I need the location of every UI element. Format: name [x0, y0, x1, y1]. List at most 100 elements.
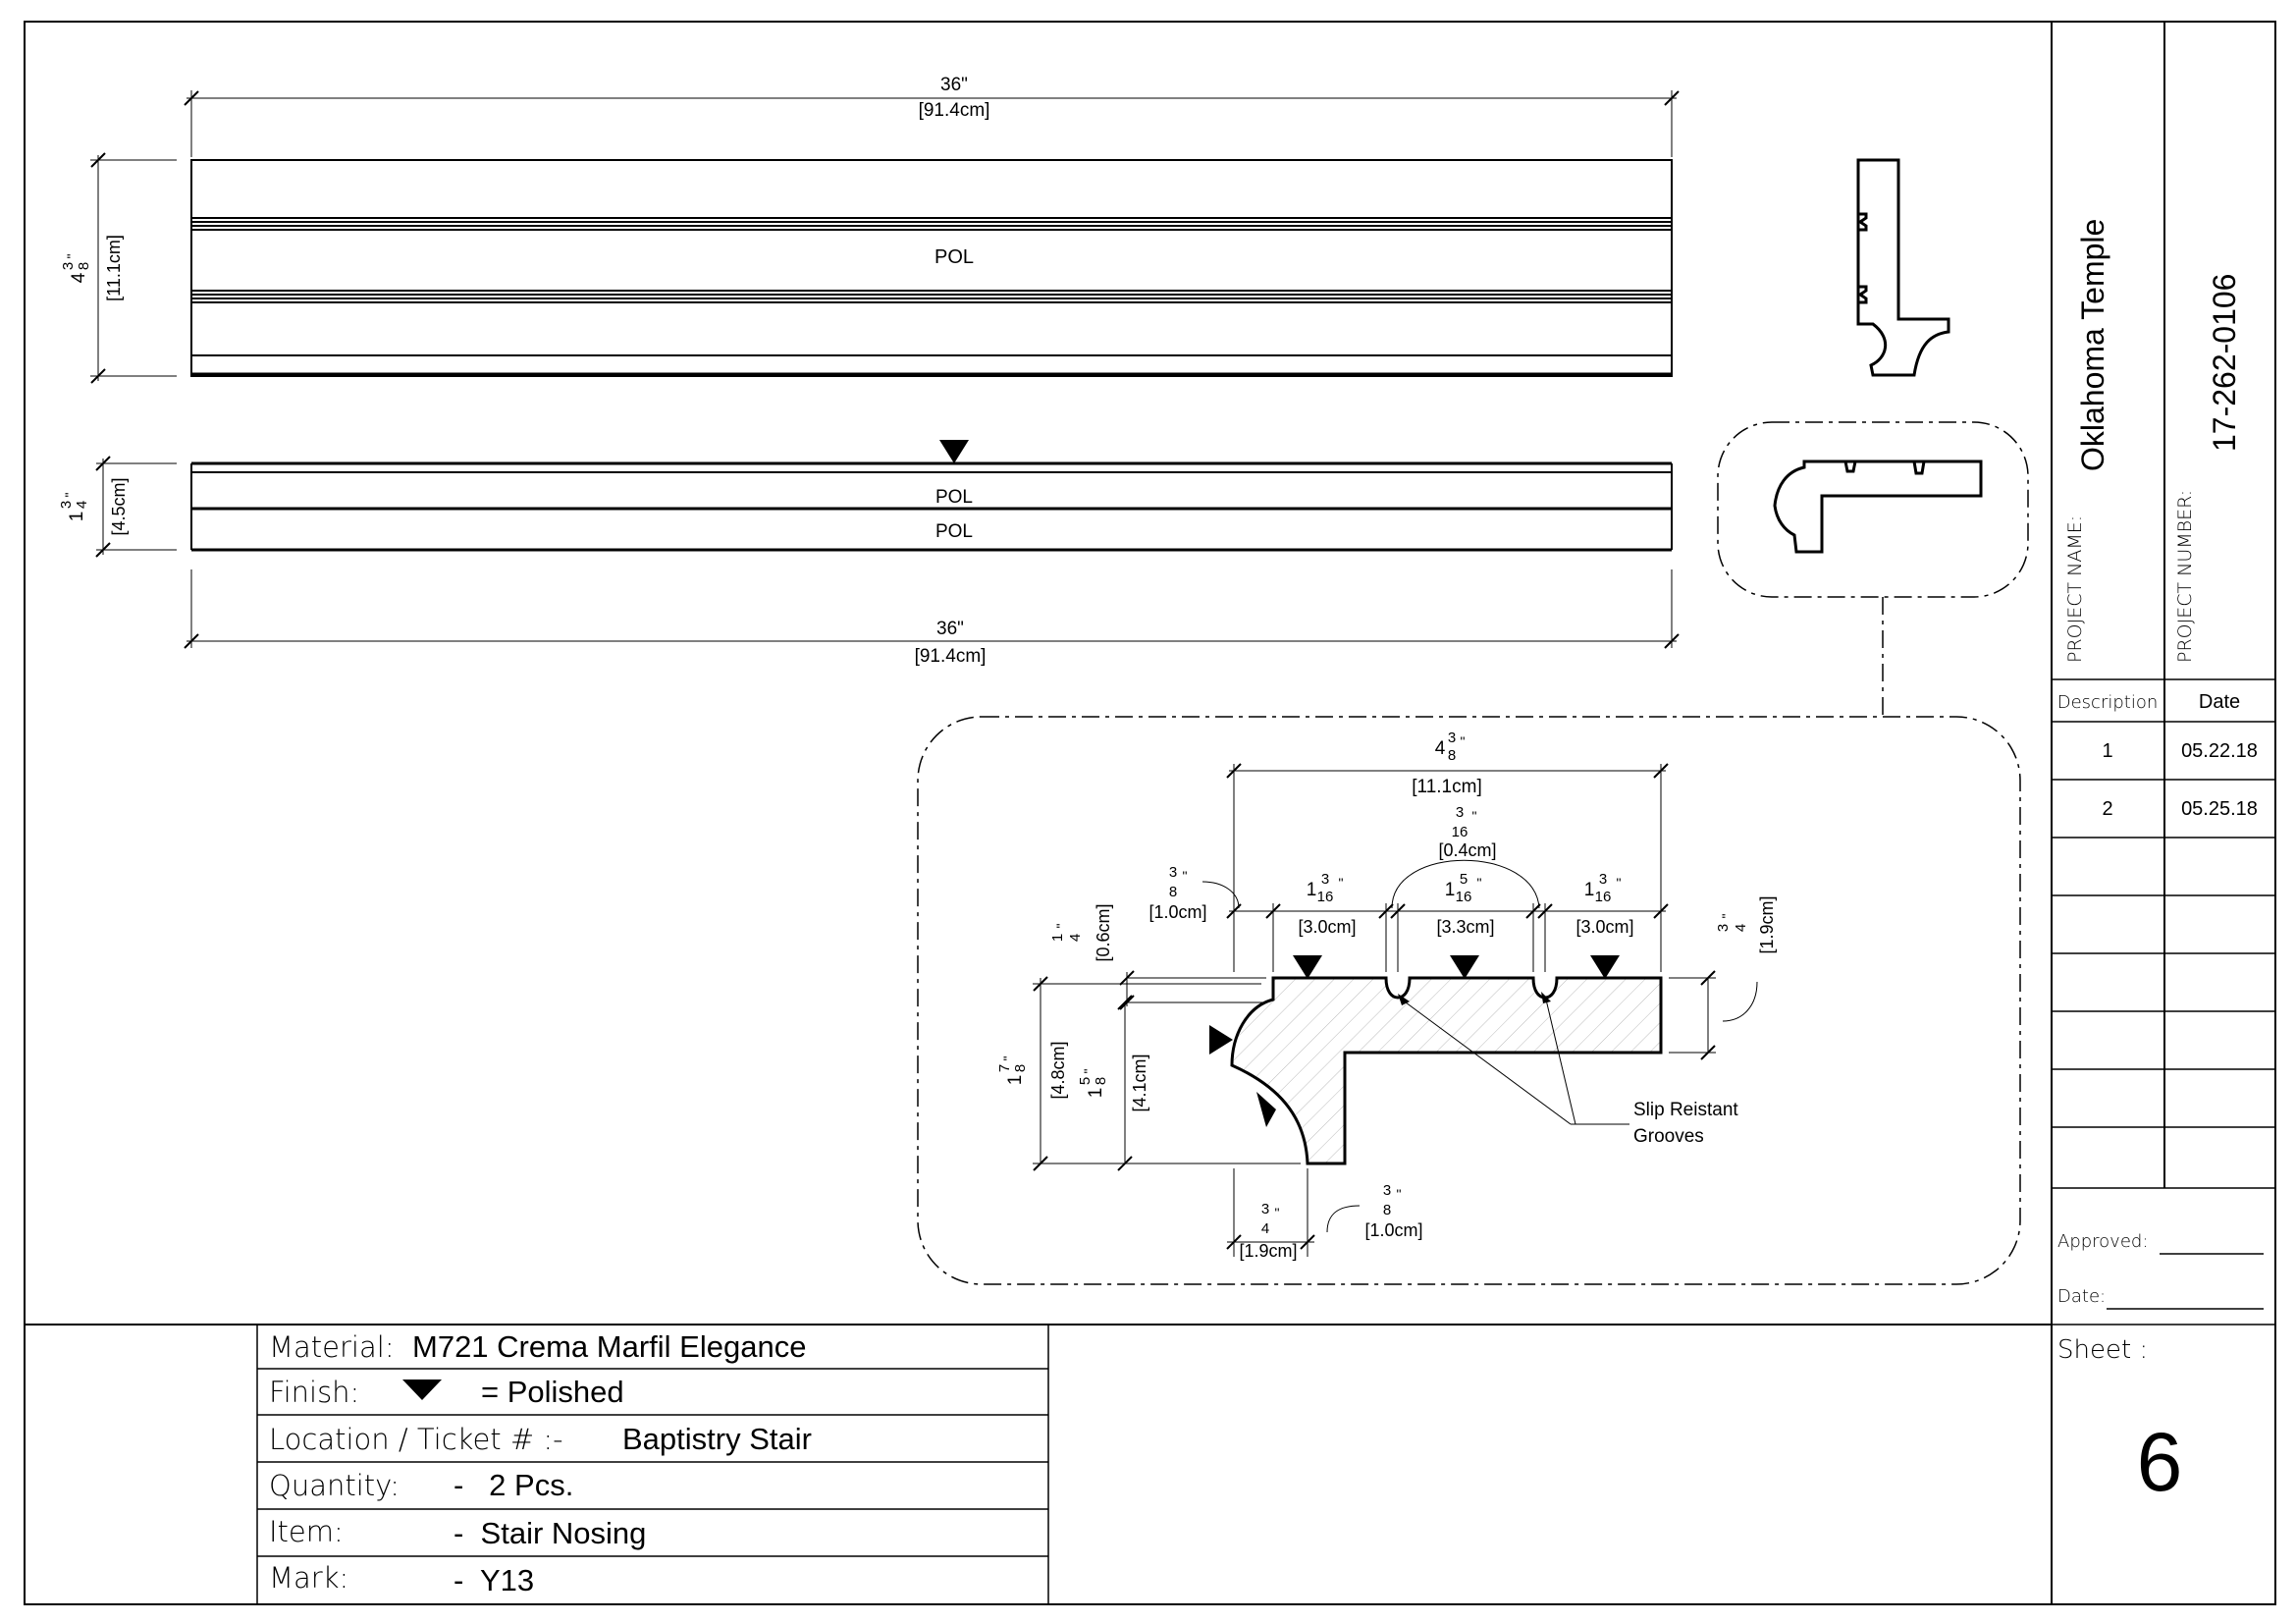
svg-text:": "	[1183, 868, 1188, 884]
side-profile	[1856, 158, 1950, 377]
sheet-label: Sheet :	[2057, 1335, 2148, 1365]
svg-text:": "	[1477, 875, 1482, 891]
detail-total-height-cm: [4.8cm]	[1048, 1041, 1068, 1099]
location-label: Location / Ticket # :-	[269, 1423, 563, 1456]
date-header: Date	[2199, 691, 2240, 713]
revision-2-desc: 2	[2102, 798, 2112, 820]
svg-text:8: 8	[1012, 1064, 1029, 1072]
svg-text:4: 4	[1261, 1220, 1269, 1237]
quantity-value: - 2 Pcs.	[454, 1468, 573, 1502]
svg-text:": "	[1397, 1186, 1402, 1202]
svg-text:3: 3	[1715, 924, 1732, 932]
mark-label: Mark:	[269, 1561, 348, 1595]
svg-text:8: 8	[1383, 1202, 1391, 1218]
svg-text:3: 3	[1383, 1182, 1391, 1199]
svg-text:1: 1	[1445, 880, 1456, 900]
svg-text:": "	[1053, 923, 1069, 928]
svg-text:3: 3	[58, 501, 75, 509]
svg-text:": "	[1617, 875, 1622, 891]
detail-seg2-fraction: 1 5 16 "	[1445, 871, 1482, 905]
top-length-cm: [91.4cm]	[919, 100, 990, 121]
svg-text:3: 3	[1261, 1201, 1269, 1217]
svg-text:4: 4	[1435, 738, 1446, 759]
finish-polished-icon	[402, 1380, 442, 1400]
detail-seg2-cm: [3.3cm]	[1436, 917, 1494, 937]
svg-text:": "	[1339, 875, 1344, 891]
date-label: Date:	[2057, 1286, 2106, 1307]
svg-text:": "	[64, 253, 80, 258]
title-block: PROJECT NAME: Oklahoma Temple PROJECT NU…	[2052, 219, 2275, 1508]
svg-text:7: 7	[996, 1064, 1013, 1072]
detail-bottom-fraction: 3 4 "	[1261, 1201, 1280, 1237]
front-height-fraction: 1 3 4 "	[58, 492, 90, 521]
svg-text:3: 3	[1169, 864, 1177, 881]
top-height-fraction: 4 3 8 "	[60, 253, 92, 283]
quantity-label: Quantity:	[269, 1469, 400, 1502]
location-value: Baptistry Stair	[622, 1422, 812, 1456]
detail-total-height-fraction: 1 7 8 "	[996, 1055, 1029, 1085]
svg-text:4: 4	[69, 272, 89, 283]
svg-text:1: 1	[1086, 1088, 1106, 1099]
svg-text:16: 16	[1595, 889, 1612, 905]
front-height-cm: [4.5cm]	[109, 477, 129, 535]
project-name-label: PROJECT NAME:	[2064, 515, 2086, 663]
svg-text:3: 3	[1456, 804, 1464, 821]
svg-text:5: 5	[1460, 871, 1468, 888]
detail-seg1-fraction: 1 3 16 "	[1307, 871, 1344, 905]
detail-groove-cm: [0.4cm]	[1438, 840, 1496, 860]
svg-text:16: 16	[1317, 889, 1334, 905]
material-label: Material:	[269, 1330, 395, 1364]
project-number-label: PROJECT NUMBER:	[2174, 490, 2196, 663]
polished-marker-icon	[939, 440, 969, 463]
svg-text:": "	[1719, 913, 1735, 918]
nosing-profile	[1230, 976, 1663, 1165]
detail-nose-height-fraction: 1 5 8 "	[1077, 1068, 1109, 1098]
svg-text:16: 16	[1456, 889, 1472, 905]
callout-bubble	[1717, 421, 2029, 715]
sheet-number: 6	[2137, 1416, 2183, 1508]
svg-text:4: 4	[74, 501, 90, 509]
svg-text:4: 4	[1067, 934, 1084, 942]
svg-text:3: 3	[60, 262, 77, 270]
svg-text:1: 1	[1049, 934, 1066, 942]
svg-text:": "	[1275, 1205, 1280, 1220]
svg-text:3: 3	[1599, 871, 1607, 888]
detail-groove-fraction: 3 16 "	[1452, 804, 1477, 840]
front-length-in: 36"	[936, 619, 964, 639]
item-label: Item:	[269, 1515, 344, 1548]
detail-thick-fraction: 3 4 "	[1715, 913, 1749, 932]
revision-2-date: 05.25.18	[2181, 798, 2258, 820]
svg-text:8: 8	[76, 262, 92, 270]
project-name: Oklahoma Temple	[2075, 219, 2110, 471]
material-value: M721 Crema Marfil Elegance	[412, 1329, 806, 1364]
svg-text:3: 3	[1448, 730, 1456, 746]
svg-text:5: 5	[1077, 1077, 1094, 1085]
front-length-cm: [91.4cm]	[915, 646, 987, 667]
item-value: - Stair Nosing	[454, 1516, 646, 1550]
svg-text:": "	[1081, 1068, 1096, 1073]
svg-text:8: 8	[1169, 884, 1177, 900]
groove-note-line2: Grooves	[1633, 1126, 1704, 1147]
svg-text:4: 4	[1733, 924, 1749, 932]
detail-edge-cm: [1.0cm]	[1148, 902, 1206, 922]
svg-text:1: 1	[1005, 1075, 1026, 1086]
detail-lip-cm: [0.6cm]	[1094, 903, 1113, 961]
svg-text:": "	[1461, 733, 1466, 749]
detail-edge-fraction: 3 8 "	[1169, 864, 1188, 900]
svg-text:1: 1	[1584, 880, 1595, 900]
detail-section: 4 3 8 " [11.1cm] 3 16 " [0.4cm]	[917, 716, 2021, 1285]
detail-overall-fraction: 4 3 8 "	[1435, 730, 1466, 764]
top-view-surface-label: POL	[934, 246, 974, 268]
project-number: 17-262-0106	[2207, 274, 2242, 452]
detail-nose-height-cm: [4.1cm]	[1130, 1054, 1149, 1111]
info-block: Material: M721 Crema Marfil Elegance Fin…	[256, 1325, 1049, 1604]
detail-lip-fraction: 1 4 "	[1049, 923, 1084, 942]
detail-overall-cm: [11.1cm]	[1412, 777, 1481, 797]
groove-note-line1: Slip Reistant	[1633, 1100, 1738, 1120]
svg-text:1: 1	[1307, 880, 1317, 900]
detail-thick-cm: [1.9cm]	[1757, 895, 1777, 953]
svg-text:3: 3	[1321, 871, 1329, 888]
detail-bottom-cm: [1.9cm]	[1239, 1241, 1297, 1261]
svg-text:": "	[1000, 1055, 1016, 1060]
